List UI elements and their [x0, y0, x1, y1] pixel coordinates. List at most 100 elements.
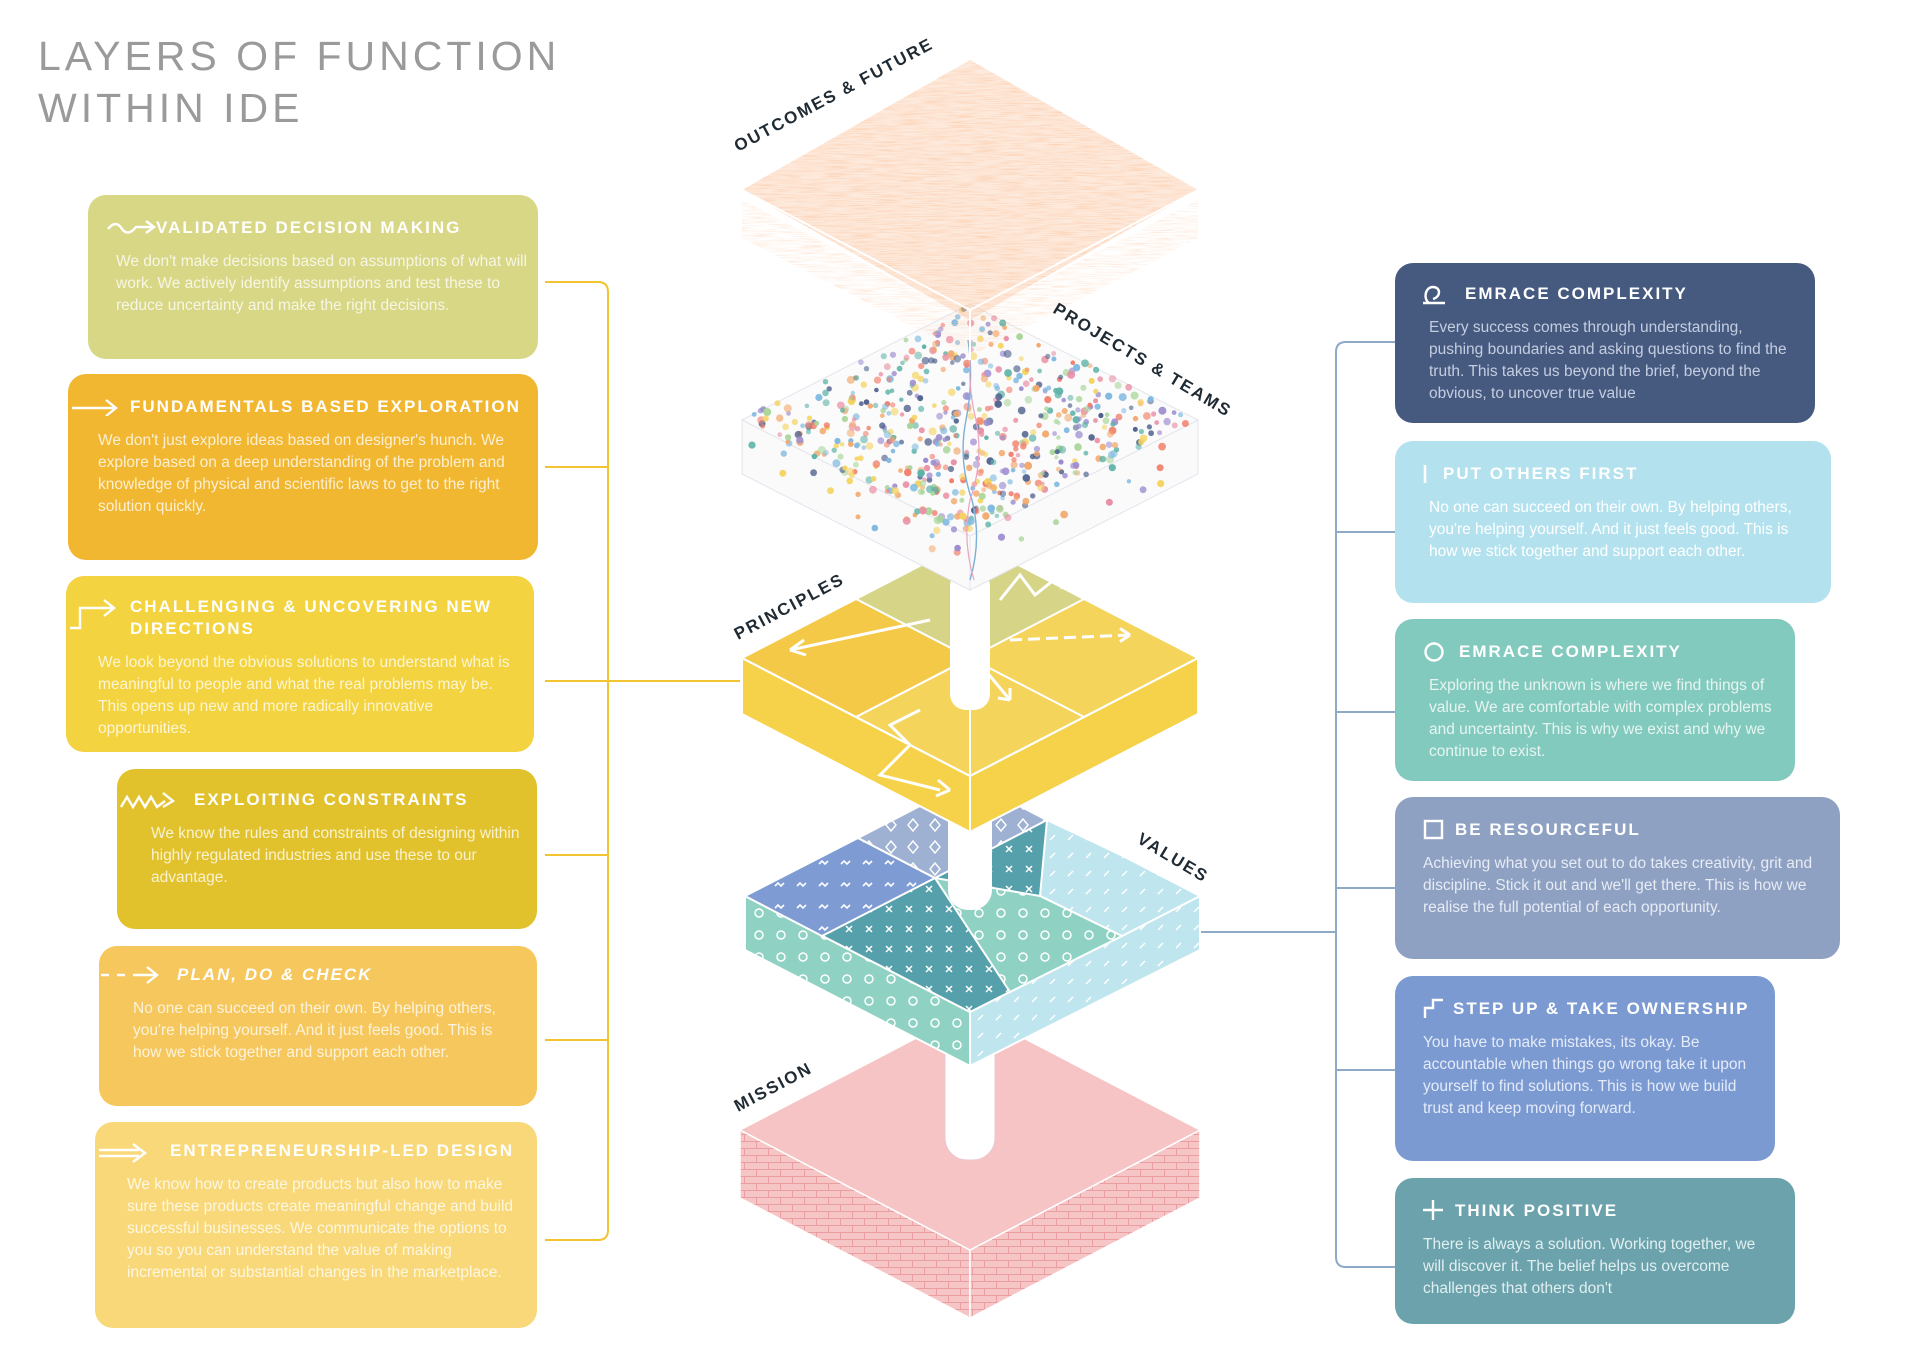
confetti-dot — [879, 422, 886, 429]
confetti-dot — [822, 379, 829, 385]
confetti-dot — [757, 407, 764, 414]
confetti-dot — [950, 415, 956, 420]
loop-icon — [1423, 285, 1445, 305]
confetti-dot — [854, 456, 859, 461]
confetti-dot — [823, 422, 830, 429]
confetti-dot — [1049, 449, 1056, 456]
confetti-dot — [751, 412, 757, 417]
confetti-dot — [1072, 363, 1081, 372]
confetti-dot — [846, 429, 855, 437]
confetti-dot — [1012, 440, 1020, 448]
confetti-dot — [855, 514, 861, 520]
confetti-dot — [1076, 423, 1082, 429]
confetti-dot — [966, 464, 973, 471]
confetti-dot — [777, 432, 783, 438]
confetti-dot — [1013, 417, 1019, 423]
confetti-dot — [917, 375, 925, 383]
confetti-dot — [1158, 442, 1166, 451]
confetti-dot — [959, 497, 965, 503]
confetti-dot — [999, 434, 1006, 441]
confetti-dot — [783, 404, 792, 413]
confetti-dot — [950, 526, 958, 533]
confetti-dot — [1060, 510, 1068, 519]
confetti-dot — [929, 346, 937, 355]
arrow-squiggle-icon — [107, 220, 156, 234]
confetti-dot — [837, 401, 845, 410]
confetti-dot — [815, 393, 823, 402]
confetti-dot — [961, 381, 966, 386]
confetti-dot — [891, 487, 899, 495]
confetti-dot — [883, 363, 891, 371]
confetti-dot — [863, 399, 870, 405]
principle-title: EXPLOITING CONSTRAINTS — [194, 790, 469, 809]
confetti-dot — [1003, 349, 1012, 358]
confetti-dot — [1138, 428, 1144, 435]
confetti-dot — [997, 533, 1006, 541]
confetti-dot — [872, 402, 879, 409]
confetti-dot — [1021, 430, 1029, 438]
confetti-dot — [1125, 383, 1133, 391]
confetti-dot — [954, 513, 961, 520]
confetti-dot — [1088, 434, 1095, 441]
confetti-dot — [796, 436, 804, 444]
bar-icon — [1423, 465, 1427, 483]
confetti-dot — [977, 407, 982, 412]
confetti-dot — [863, 366, 870, 372]
confetti-dot — [865, 442, 874, 450]
confetti-dot — [804, 403, 810, 409]
confetti-dot — [896, 365, 903, 372]
confetti-dot — [1102, 417, 1110, 425]
arrow-zigzag-icon — [119, 792, 176, 810]
confetti-dot — [1075, 395, 1083, 403]
confetti-dot — [959, 489, 966, 496]
confetti-dot — [832, 459, 841, 468]
principle-body: We don't make decisions based on assumpt… — [116, 253, 528, 314]
confetti-dot — [869, 485, 877, 494]
confetti-dot — [1126, 479, 1132, 484]
confetti-dot — [841, 415, 849, 423]
confetti-dot — [994, 513, 1000, 519]
confetti-dot — [1030, 429, 1037, 436]
confetti-dot — [1062, 472, 1068, 479]
confetti-dot — [880, 353, 887, 360]
confetti-dot — [1004, 369, 1012, 377]
confetti-dot — [1008, 491, 1014, 497]
confetti-dot — [994, 430, 1001, 436]
confetti-dot — [1094, 437, 1101, 444]
confetti-dot — [880, 413, 885, 419]
confetti-dot — [1154, 420, 1160, 425]
confetti-dot — [1020, 443, 1027, 450]
confetti-dot — [930, 491, 936, 496]
confetti-dot — [776, 414, 784, 422]
confetti-dot — [929, 533, 935, 539]
confetti-dot — [942, 518, 950, 526]
confetti-dot — [984, 435, 989, 441]
confetti-dot — [1053, 418, 1059, 424]
confetti-dot — [1132, 415, 1139, 422]
confetti-dot — [1017, 406, 1026, 415]
confetti-dot — [1022, 474, 1031, 482]
principle-card-validated-decision-making: VALIDATED DECISION MAKING We don't make … — [88, 195, 538, 359]
value-body: You have to make mistakes, its okay. Be … — [1423, 1034, 1747, 1117]
confetti-dot — [1015, 452, 1021, 458]
confetti-dot — [1147, 396, 1154, 402]
confetti-dot — [1016, 333, 1023, 340]
confetti-dot — [1128, 405, 1134, 411]
confetti-dot — [917, 488, 924, 495]
confetti-dot — [1151, 411, 1157, 417]
plus-icon — [1423, 1200, 1443, 1220]
confetti-dot — [993, 382, 1000, 389]
confetti-dot — [983, 419, 991, 427]
confetti-dot — [852, 461, 859, 468]
confetti-dot — [1045, 353, 1051, 359]
confetti-dot — [1163, 417, 1171, 426]
confetti-dot — [914, 508, 921, 515]
confetti-dot — [976, 469, 984, 477]
confetti-dot — [748, 441, 756, 449]
confetti-dot — [1104, 412, 1110, 418]
confetti-dot — [1075, 430, 1083, 439]
confetti-dot — [1016, 372, 1023, 380]
confetti-dot — [1058, 459, 1064, 465]
confetti-dot — [904, 468, 912, 477]
confetti-dot — [981, 413, 988, 419]
